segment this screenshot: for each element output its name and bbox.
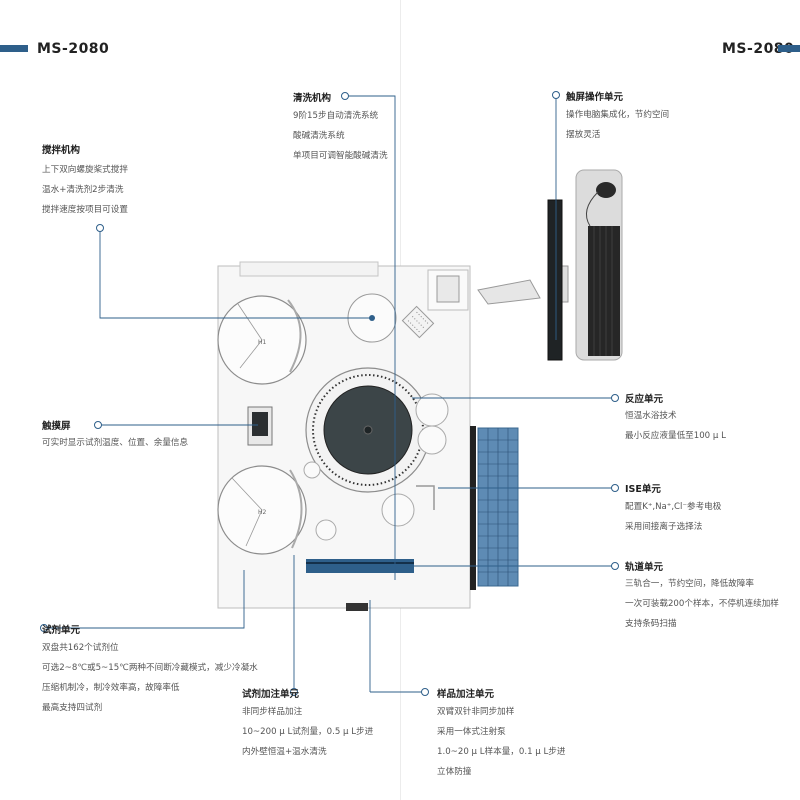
callout-reagent-line: 可选2~8℃或5~15℃两种不间断冷藏模式，减少冷凝水 <box>42 663 258 673</box>
callout-sample-add-desc: 双臂双针非同步加样 采用一体式注射泵 1.0~20 μ L样本量，0.1 μ L… <box>437 702 565 782</box>
callout-track-line: 一次可装载200个样本，不停机连续加样 <box>625 599 779 609</box>
callout-touch-unit-line: 摆放灵活 <box>566 130 601 140</box>
marker-touch-unit <box>552 91 560 99</box>
callout-reagent-title: 试剂单元 <box>42 625 81 636</box>
callout-sample-add-line: 1.0~20 μ L样本量，0.1 μ L步进 <box>437 747 566 757</box>
callout-reaction-line: 恒温水浴技术 <box>625 411 677 421</box>
marker-washing <box>341 92 349 100</box>
model-name-right: MS-2080 <box>722 41 795 57</box>
callout-washing-line: 酸碱清洗系统 <box>293 131 345 141</box>
callout-sample-add-title: 样品加注单元 <box>437 689 495 700</box>
callout-washing-title: 清洗机构 <box>293 93 332 104</box>
callout-stirring-desc: 上下双向螺旋桨式搅拌 温水+清洗剂2步清洗 搅拌速度按项目可设置 <box>42 160 128 220</box>
callout-track-title: 轨道单元 <box>625 562 664 573</box>
callout-touchscreen-title: 触摸屏 <box>42 421 71 432</box>
callout-stirring-title: 搅拌机构 <box>42 145 81 156</box>
callout-touch-unit-title: 触屏操作单元 <box>566 92 624 103</box>
callout-ise-title: ISE单元 <box>625 484 661 495</box>
callout-washing-desc: 9阶15步自动清洗系统 酸碱清洗系统 单项目可调智能酸碱清洗 <box>293 106 388 166</box>
callout-ise-line: 采用间接离子选择法 <box>625 522 703 532</box>
marker-sample-add <box>421 688 429 696</box>
callout-touchscreen-desc: 可实时显示试剂温度、位置、余量信息 <box>42 433 188 453</box>
callout-track-line: 三轨合一，节约空间，降低故障率 <box>625 579 754 589</box>
marker-reagent-add <box>290 688 298 696</box>
model-name-left: MS-2080 <box>37 41 110 57</box>
callout-track-desc: 三轨合一，节约空间，降低故障率 一次可装载200个样本，不停机连续加样 支持条码… <box>625 574 779 634</box>
marker-touchscreen <box>94 421 102 429</box>
callout-washing-line: 单项目可调智能酸碱清洗 <box>293 151 388 161</box>
callout-reaction-desc: 恒温水浴技术 最小反应液量低至100 μ L <box>625 406 726 446</box>
callout-sample-add-line: 采用一体式注射泵 <box>437 727 506 737</box>
callout-reagent-desc: 双盘共162个试剂位 可选2~8℃或5~15℃两种不间断冷藏模式，减少冷凝水 压… <box>42 638 258 718</box>
callout-stirring-line: 上下双向螺旋桨式搅拌 <box>42 165 128 175</box>
callout-reagent-line: 最高支持四试剂 <box>42 703 103 713</box>
callout-reagent-add-line: 10~200 μ L试剂量，0.5 μ L步进 <box>242 727 374 737</box>
callout-stirring-line: 温水+清洗剂2步清洗 <box>42 185 124 195</box>
accent-bar-left <box>0 45 28 52</box>
callout-touch-unit-desc: 操作电脑集成化，节约空间 摆放灵活 <box>566 105 669 145</box>
callout-reagent-add-title: 试剂加注单元 <box>242 689 300 700</box>
accent-bar-right <box>778 45 800 52</box>
marker-ise <box>611 484 619 492</box>
callout-washing-line: 9阶15步自动清洗系统 <box>293 111 379 121</box>
svg-text:H2: H2 <box>258 509 267 516</box>
callout-reaction-title: 反应单元 <box>625 394 664 405</box>
callout-reagent-line: 压缩机制冷，制冷效率高，故障率低 <box>42 683 180 693</box>
callout-stirring-line: 搅拌速度按项目可设置 <box>42 205 128 215</box>
callout-reagent-line: 双盘共162个试剂位 <box>42 643 119 653</box>
marker-reagent <box>40 624 48 632</box>
svg-text:H1: H1 <box>258 339 267 346</box>
callout-reagent-add-line: 内外壁恒温+温水清洗 <box>242 747 327 757</box>
callout-reagent-add-line: 非同步样品加注 <box>242 707 303 717</box>
callout-sample-add-line: 立体防撞 <box>437 767 472 777</box>
callout-track-line: 支持条码扫描 <box>625 619 677 629</box>
callout-reaction-line: 最小反应液量低至100 μ L <box>625 431 726 441</box>
callout-touchscreen-line: 可实时显示试剂温度、位置、余量信息 <box>42 438 189 448</box>
marker-track <box>611 562 619 570</box>
callout-touch-unit-line: 操作电脑集成化，节约空间 <box>566 110 670 120</box>
marker-stirring <box>96 224 104 232</box>
callout-sample-add-line: 双臂双针非同步加样 <box>437 707 515 717</box>
callout-reagent-add-desc: 非同步样品加注 10~200 μ L试剂量，0.5 μ L步进 内外壁恒温+温水… <box>242 702 373 762</box>
callout-ise-desc: 配置K⁺,Na⁺,Cl⁻参考电极 采用间接离子选择法 <box>625 497 721 537</box>
callout-ise-line: 配置K⁺,Na⁺,Cl⁻参考电极 <box>625 502 722 512</box>
marker-reaction <box>611 394 619 402</box>
